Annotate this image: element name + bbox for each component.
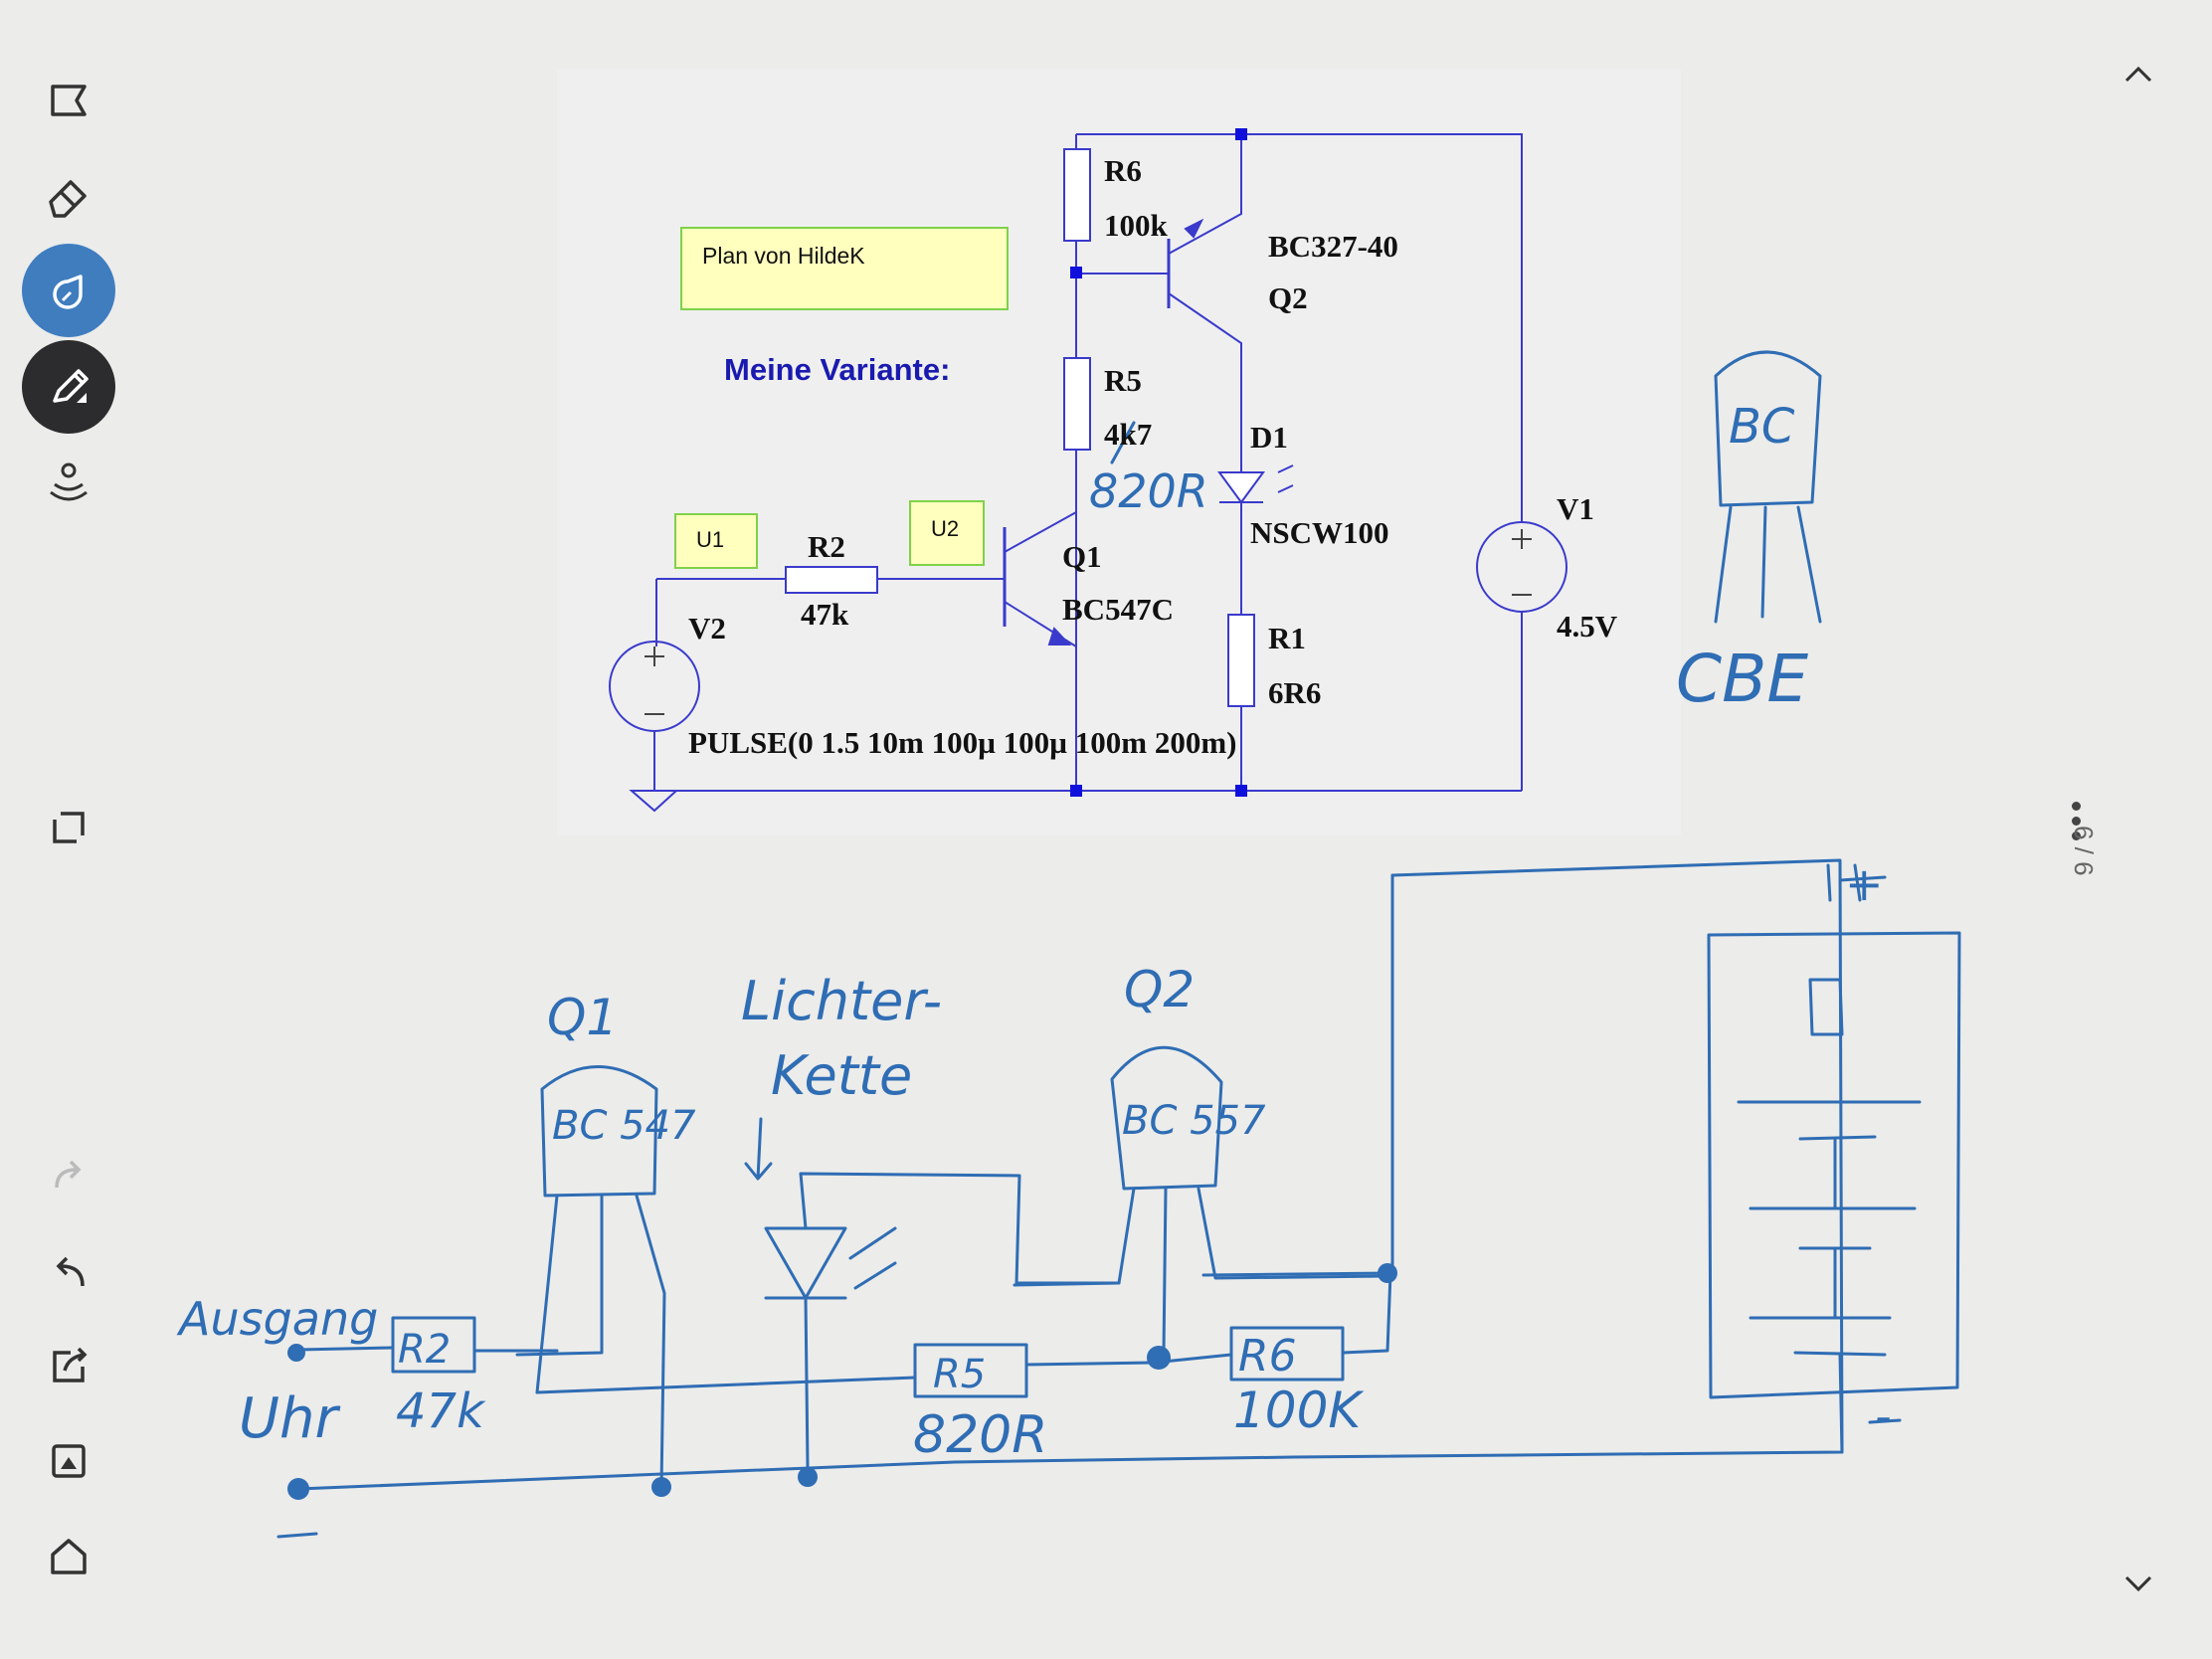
page-up-button[interactable] [2109,45,2168,104]
page-down-button[interactable] [2109,1554,2168,1613]
insert-image-icon [52,1444,86,1478]
eraser-tool-button[interactable] [22,149,115,243]
note-box-text: Plan von HildeK [702,243,865,269]
handwritten-ink [276,350,1961,1539]
highlighter-tool-button[interactable] [22,244,115,337]
ink-junctions [287,1263,1397,1500]
eraser-tool-icon [49,180,87,218]
label-r5-value: 4k7 [1104,417,1152,452]
ink-r6: R6 [1238,1331,1297,1382]
label-v1: V1 [1557,491,1594,526]
share-button[interactable] [22,1320,115,1413]
ink-r5-value: 820R [913,1405,1047,1465]
audio-record-button[interactable] [22,436,115,529]
label-q1: Q1 [1062,539,1102,574]
fullscreen-button[interactable] [22,781,115,874]
label-d1: D1 [1250,420,1288,455]
schematic-junctions [1070,128,1247,797]
lasso-tool-button[interactable] [22,56,115,149]
chevron-down-icon [2124,1575,2152,1592]
home-icon [51,1539,87,1574]
ink-pinout-title: BC [1729,399,1795,455]
page-menu-button[interactable] [2065,796,2087,855]
label-q2-model: BC327-40 [1268,229,1398,264]
label-q2: Q2 [1268,280,1308,315]
redo-button[interactable] [22,1129,115,1222]
ink-minus: - [1875,1389,1892,1443]
u2-label-box: U2 [909,500,985,566]
pen-tool-icon [53,369,89,403]
pen-tool-button[interactable] [22,340,115,434]
insert-image-button[interactable] [22,1414,115,1508]
ink-q1: Q1 [547,989,618,1046]
audio-record-icon [50,462,88,501]
u1-label-box: U1 [674,513,758,569]
label-pulse: PULSE(0 1.5 10m 100µ 100µ 100m 200m) [688,725,1237,760]
ink-r2: R2 [398,1327,451,1373]
label-v1-value: 4.5V [1557,609,1618,644]
fullscreen-icon [53,812,85,843]
u1-label: U1 [696,527,725,552]
undo-icon [56,1256,85,1287]
home-button[interactable] [22,1510,115,1603]
label-r6: R6 [1104,153,1142,188]
label-r1-value: 6R6 [1268,675,1321,710]
label-q1-model: BC547C [1062,592,1174,627]
label-d1-model: NSCW100 [1250,515,1389,550]
redo-icon [55,1160,82,1189]
ink-ausgang: Ausgang [176,1292,378,1346]
label-r6-value: 100k [1104,208,1169,243]
label-r2-value: 47k [801,597,849,632]
schematic-wires [609,133,1567,813]
ink-q2-part: BC 557 [1122,1098,1266,1144]
ink-lichterkette-2: Kette [771,1044,912,1107]
ink-uhr: Uhr [239,1386,340,1451]
lasso-tool-icon [51,85,87,116]
highlighter-tool-icon [53,275,83,309]
ink-q1-part: BC 547 [552,1103,696,1149]
source-signs [645,529,1532,715]
label-r1: R1 [1268,621,1306,655]
ink-q2: Q2 [1124,961,1195,1018]
label-r2: R2 [808,529,845,564]
undo-button[interactable] [22,1225,115,1319]
label-r5: R5 [1104,363,1142,398]
label-v2: V2 [688,611,726,645]
note-box: Plan von HildeK [680,227,1009,310]
ink-plus: + [1845,857,1884,911]
ink-r5-new: 820R [1089,464,1208,518]
left-toolbar [0,0,139,1659]
ink-lichterkette-1: Lichter- [741,970,942,1032]
ink-r5: R5 [933,1352,986,1397]
u2-label: U2 [931,516,960,541]
page-indicator: 6 / 6 [2069,826,2099,876]
ink-pinout: CBE [1676,641,1808,717]
ink-r2-value: 47k [396,1383,486,1439]
share-icon [53,1347,88,1382]
variant-title: Meine Variante: [724,352,950,387]
ink-r6-value: 100K [1233,1382,1365,1439]
chevron-up-icon [2124,66,2152,83]
